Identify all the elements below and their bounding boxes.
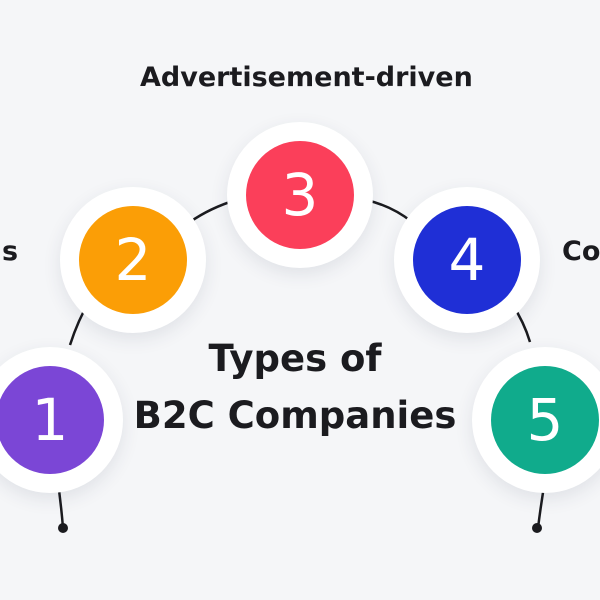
number-4: 4: [448, 226, 486, 294]
arc-endpoint-right: [532, 523, 542, 533]
node-1: 1: [0, 347, 123, 493]
label-4: Co: [562, 236, 600, 267]
label-3: Advertisement-driven: [140, 62, 473, 93]
title-line-2: B2C Companies: [133, 394, 457, 437]
number-badge-2: 2: [79, 206, 187, 314]
node-5: 5: [472, 347, 600, 493]
number-badge-3: 3: [246, 141, 354, 249]
number-3: 3: [281, 161, 319, 229]
number-badge-5: 5: [491, 366, 599, 474]
number-1: 1: [31, 386, 69, 454]
node-3: 3: [227, 122, 373, 268]
node-2: 2: [60, 187, 206, 333]
number-5: 5: [526, 386, 564, 454]
number-badge-4: 4: [413, 206, 521, 314]
arc-segment-3-4: [365, 198, 413, 223]
title-line-1: Types of: [208, 337, 382, 380]
label-2: s: [2, 236, 19, 267]
arc-endpoint-left: [58, 523, 68, 533]
diagram-title: Types of B2C Companies: [130, 330, 460, 444]
number-badge-1: 1: [0, 366, 104, 474]
node-4: 4: [394, 187, 540, 333]
number-2: 2: [114, 226, 152, 294]
